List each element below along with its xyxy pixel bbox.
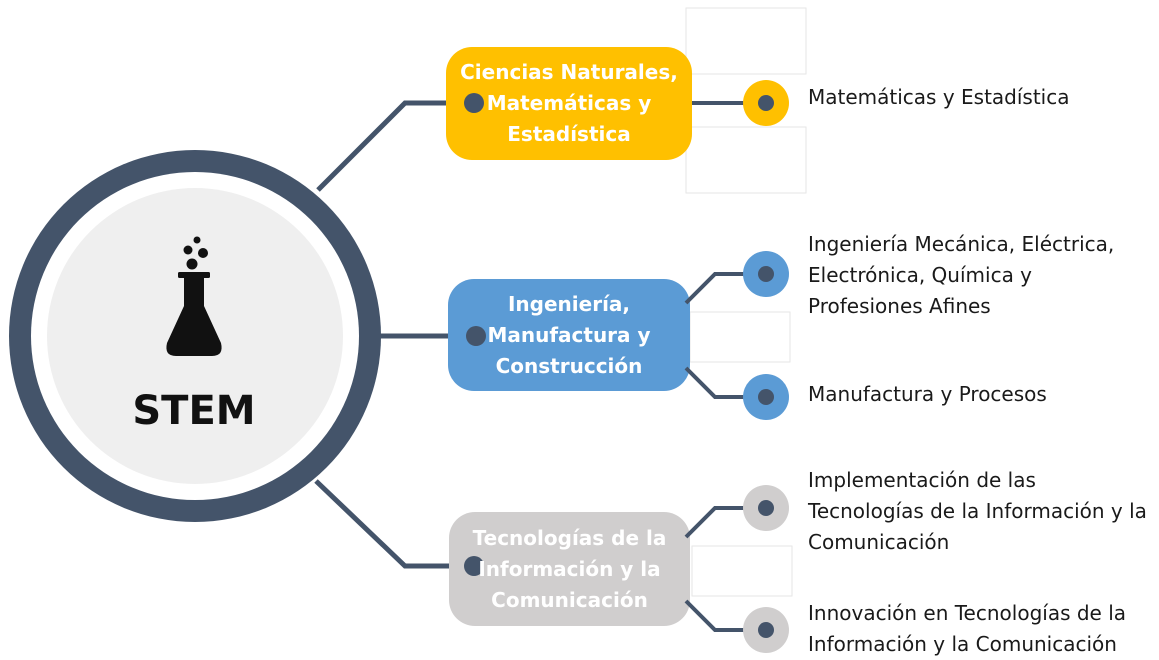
category-3-dot	[464, 556, 484, 576]
subarea-label-1-1: Matemáticas y Estadística	[808, 85, 1070, 109]
subarea-dot-2-2	[758, 389, 774, 405]
placeholder-box	[685, 7, 807, 75]
category-3-pill-shape	[449, 512, 690, 626]
subarea-label-3-2: Innovación en Tecnologías de la Informac…	[808, 601, 1127, 656]
category-2-label: Ingeniería, Manufactura y Construcción	[487, 291, 651, 378]
category-1-label: Ciencias Naturales, Matemáticas y Estadí…	[460, 60, 678, 146]
center-label: STEM	[132, 388, 256, 434]
placeholder-box	[691, 545, 793, 597]
category-2-pill-shape	[448, 279, 690, 391]
branch-connectors	[684, 101, 766, 632]
subarea-label-2-1: Ingeniería Mecánica, Eléctrica, Electrón…	[808, 232, 1115, 318]
subarea-label-3-1: Implementación de las Tecnologías de la …	[808, 468, 1147, 554]
category-3-label: Tecnologías de la Información y la Comun…	[472, 525, 667, 612]
subarea-dot-3-2	[758, 622, 774, 638]
flask-icon	[166, 236, 222, 356]
category-2-dot	[466, 326, 486, 346]
category-1-pill-shape	[446, 47, 692, 160]
subarea-dot-2-1	[758, 266, 774, 282]
subarea-label-2-2: Manufactura y Procesos	[808, 382, 1047, 406]
subarea-dot-1-1	[758, 95, 774, 111]
subarea-dot-3-1	[758, 500, 774, 516]
placeholder-box	[689, 311, 791, 363]
category-1-dot	[464, 93, 484, 113]
placeholder-box	[685, 126, 807, 194]
